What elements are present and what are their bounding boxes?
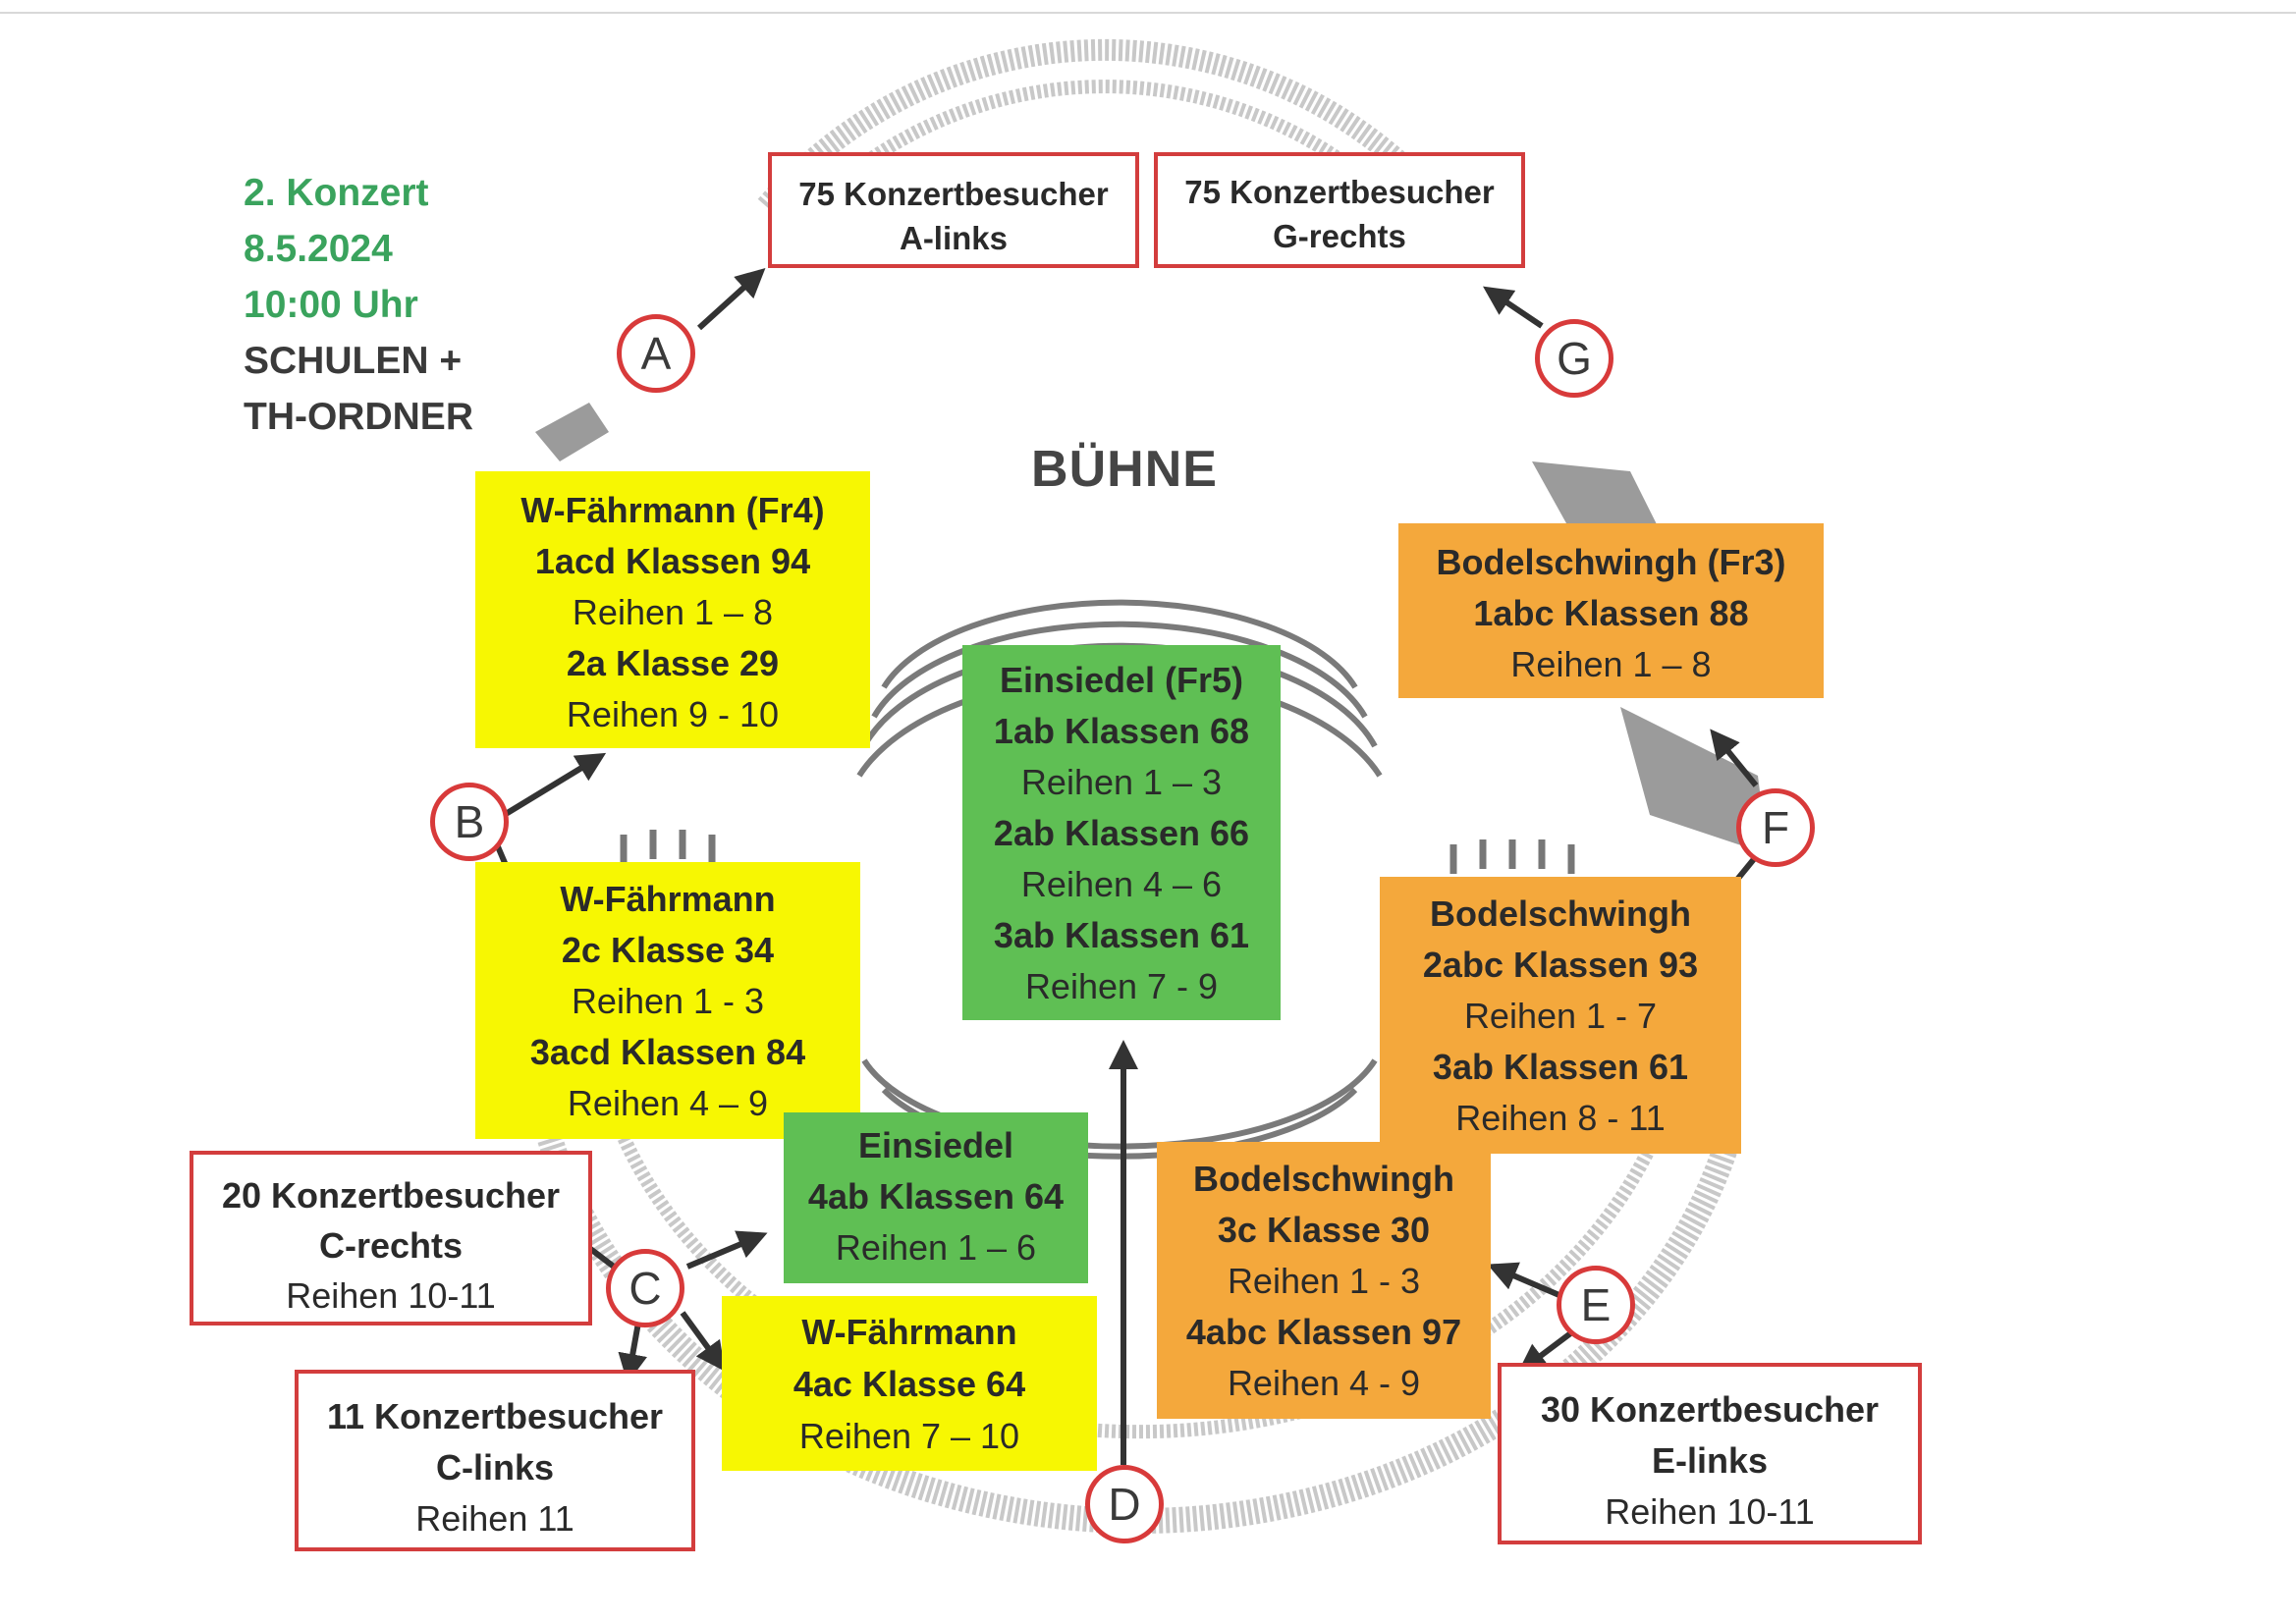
arrow-f-to-fr3 <box>1710 729 1759 787</box>
seat-row-center-5 <box>861 1058 1378 1150</box>
arrow-c-to-c-links <box>618 1322 647 1383</box>
visitor-box-e-links: 30 Konzertbesucher E-links Reihen 10-11 <box>1498 1363 1922 1544</box>
seat-row-center-2 <box>871 621 1368 719</box>
block-class: 2c Klasse 34 <box>561 930 775 970</box>
block-rows: Reihen 1 – 3 <box>1020 762 1223 802</box>
block-bodelschwingh-fr3: Bodelschwingh (Fr3) 1abc Klassen 88 Reih… <box>1398 523 1824 698</box>
arrow-b-to-fr4 <box>499 752 607 820</box>
visitor-count: 30 Konzertbesucher <box>1540 1389 1880 1430</box>
visitor-box-c-rechts: 20 Konzertbesucher C-rechts Reihen 10-11 <box>190 1151 592 1325</box>
block-class: 3ab Klassen 61 <box>993 915 1250 955</box>
concert-time: 10:00 Uhr <box>244 284 418 326</box>
block-class: 4ac Klasse 64 <box>793 1364 1026 1404</box>
visitor-section: E-links <box>1651 1440 1769 1481</box>
arrow-g-to-g-rechts <box>1483 286 1544 329</box>
visitor-section: G-rechts <box>1273 218 1406 254</box>
visitor-count: 75 Konzertbesucher <box>798 176 1109 212</box>
arrow-c-to-einsiedel <box>685 1230 768 1270</box>
block-class: 2ab Klassen 66 <box>993 813 1250 853</box>
block-rows: Reihen 7 – 10 <box>798 1416 1020 1456</box>
block-class: 1acd Klassen 94 <box>534 541 811 581</box>
block-einsiedel-c: Einsiedel 4ab Klassen 64 Reihen 1 – 6 <box>784 1112 1088 1283</box>
entrance-e-marker: E <box>1557 1266 1635 1344</box>
seat-block-right <box>1620 707 1768 854</box>
block-rows: Reihen 1 – 8 <box>1510 644 1712 684</box>
visitor-box-a-links: 75 Konzertbesucher A-links <box>768 152 1139 268</box>
visitor-rows: Reihen 10-11 <box>1605 1491 1815 1532</box>
block-einsiedel-fr5: Einsiedel (Fr5) 1ab Klassen 68 Reihen 1 … <box>962 645 1281 1020</box>
block-title: Einsiedel <box>857 1125 1014 1165</box>
visitor-count: 20 Konzertbesucher <box>221 1175 561 1216</box>
block-rows: Reihen 4 – 9 <box>567 1083 769 1123</box>
block-rows: Reihen 9 - 10 <box>566 694 780 734</box>
block-class: 3ab Klassen 61 <box>1432 1047 1689 1087</box>
visitor-box-g-rechts: 75 Konzertbesucher G-rechts <box>1154 152 1525 268</box>
visitor-section: A-links <box>899 220 1009 256</box>
entrance-c-marker: C <box>606 1249 684 1327</box>
block-class: 1abc Klassen 88 <box>1473 593 1749 633</box>
seat-arc-lower-inner <box>602 1097 1676 1439</box>
block-class: 2a Klasse 29 <box>566 643 780 683</box>
event-header: 2. Konzert 8.5.2024 10:00 Uhr SCHULEN + … <box>244 165 473 445</box>
visitor-section: C-rechts <box>318 1225 464 1266</box>
block-rows: Reihen 1 - 3 <box>1227 1261 1421 1301</box>
block-wfaehrmann-b: W-Fährmann 2c Klasse 34 Reihen 1 - 3 3ac… <box>475 862 860 1139</box>
block-class: 3c Klasse 30 <box>1217 1210 1431 1250</box>
block-rows: Reihen 8 - 11 <box>1455 1098 1666 1138</box>
visitor-box-c-links: 11 Konzertbesucher C-links Reihen 11 <box>295 1370 695 1551</box>
block-title: Einsiedel (Fr5) <box>999 660 1244 700</box>
visitor-rows: Reihen 11 <box>415 1498 574 1539</box>
block-rows: Reihen 1 - 3 <box>571 981 765 1021</box>
entrance-g-marker: G <box>1535 319 1613 398</box>
arrow-e-to-bodel-e <box>1487 1262 1563 1299</box>
block-title: Bodelschwingh (Fr3) <box>1436 542 1786 582</box>
block-title: Bodelschwingh <box>1192 1159 1454 1199</box>
seat-block-upper-left <box>535 403 609 461</box>
concert-date: 8.5.2024 <box>244 228 393 270</box>
entrance-a-marker: A <box>617 314 695 393</box>
arrow-c-to-wf-c <box>680 1311 726 1372</box>
audience-group-1: SCHULEN + <box>244 340 463 382</box>
block-bodelschwingh-e: Bodelschwingh 3c Klasse 30 Reihen 1 - 3 … <box>1157 1142 1491 1419</box>
audience-group-2: TH-ORDNER <box>244 396 473 438</box>
block-class: 2abc Klassen 93 <box>1422 945 1699 985</box>
visitor-count: 11 Konzertbesucher <box>326 1396 664 1436</box>
block-rows: Reihen 1 – 6 <box>835 1227 1037 1268</box>
block-rows: Reihen 4 – 6 <box>1020 864 1223 904</box>
seat-arc-top <box>757 38 1452 214</box>
block-rows: Reihen 4 - 9 <box>1227 1363 1421 1403</box>
visitor-section: C-links <box>435 1447 555 1488</box>
block-title: W-Fährmann <box>560 879 776 919</box>
visitor-rows: Reihen 10-11 <box>286 1275 496 1316</box>
block-rows: Reihen 1 - 7 <box>1463 996 1658 1036</box>
block-class: 3acd Klassen 84 <box>529 1032 806 1072</box>
concert-number: 2. Konzert <box>244 172 429 214</box>
block-title: W-Fährmann <box>801 1312 1017 1352</box>
block-rows: Reihen 7 - 9 <box>1024 966 1219 1006</box>
block-bodelschwingh-f: Bodelschwingh 2abc Klassen 93 Reihen 1 -… <box>1380 877 1741 1154</box>
block-wfaehrmann-c: W-Fährmann 4ac Klasse 64 Reihen 7 – 10 <box>722 1296 1097 1471</box>
block-class: 4abc Klassen 97 <box>1185 1312 1462 1352</box>
stage-label: BÜHNE <box>1031 441 1218 498</box>
block-wfaehrmann-fr4: W-Fährmann (Fr4) 1acd Klassen 94 Reihen … <box>475 471 870 748</box>
block-class: 1ab Klassen 68 <box>993 711 1250 751</box>
visitor-count: 75 Konzertbesucher <box>1184 174 1495 210</box>
entrance-f-marker: F <box>1736 788 1815 867</box>
entrance-b-marker: B <box>430 783 509 861</box>
block-rows: Reihen 1 – 8 <box>572 592 774 632</box>
seat-row-center-1 <box>881 599 1358 689</box>
block-title: W-Fährmann (Fr4) <box>520 490 825 530</box>
entrance-d-marker: D <box>1085 1465 1164 1543</box>
arrow-a-to-a-links <box>696 267 766 331</box>
block-title: Bodelschwingh <box>1429 893 1691 934</box>
block-class: 4ab Klassen 64 <box>807 1176 1065 1217</box>
scan-edge-line <box>0 12 2296 14</box>
